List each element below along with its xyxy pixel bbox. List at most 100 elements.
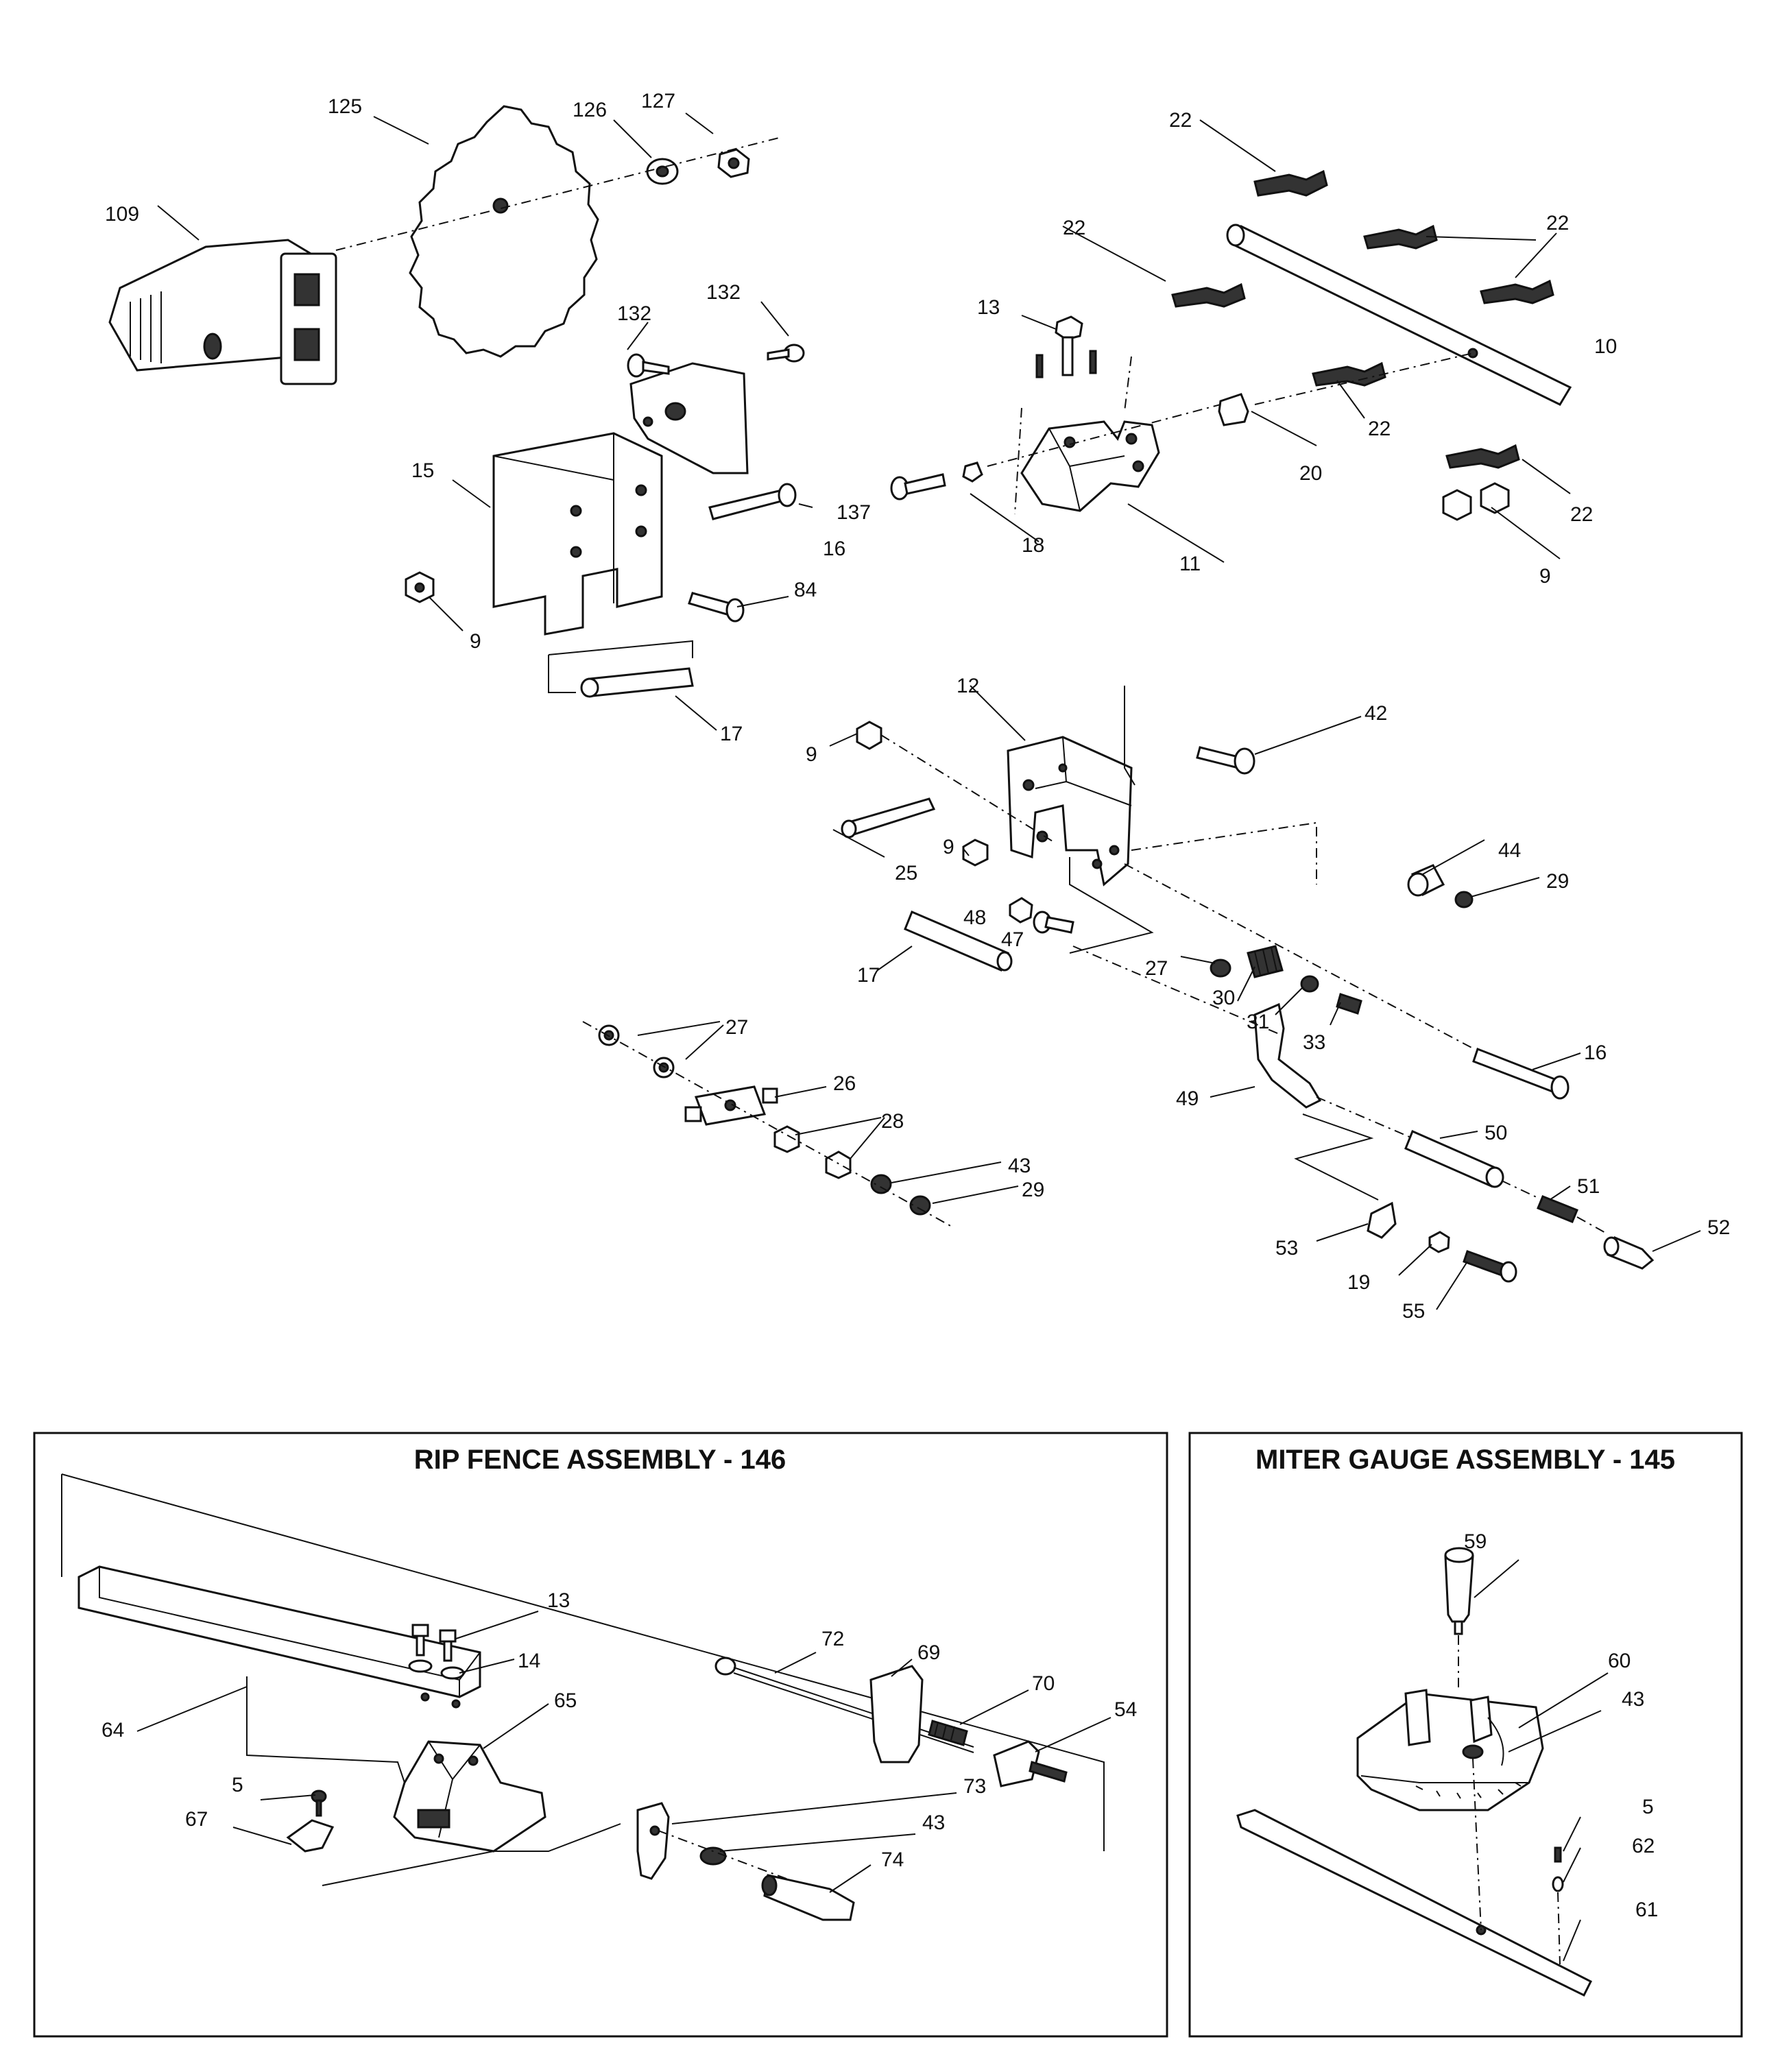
callout-15: 15: [411, 459, 434, 482]
callout-9-left: 9: [470, 630, 481, 653]
callout-28: 28: [881, 1110, 904, 1133]
callout-18: 18: [1022, 534, 1044, 557]
bracket-12: [1007, 736, 1133, 887]
washer-29-right: [1454, 891, 1474, 908]
washer-62: [1552, 1876, 1564, 1892]
callout-22-b: 22: [1063, 217, 1085, 239]
callout-132-right: 132: [706, 281, 741, 304]
callout-14: 14: [518, 1650, 540, 1672]
saw-blade-125: [409, 105, 599, 358]
callout-27-mid: 27: [1145, 957, 1168, 980]
leader-lines-miter: [1474, 1559, 1609, 1962]
callout-53: 53: [1275, 1237, 1298, 1260]
bolt-13-upper: [1055, 315, 1083, 376]
spacer-44: [1407, 864, 1445, 897]
rip-fence-panel: RIP FENCE ASSEMBLY - 146: [33, 1432, 1168, 2038]
callout-9-mid-lower: 9: [943, 836, 954, 858]
callout-60: 60: [1608, 1650, 1631, 1672]
callout-43-upper: 43: [1008, 1155, 1031, 1177]
shaft-10: [1226, 224, 1572, 406]
miter-gauge-panel: MITER GAUGE ASSEMBLY - 145: [1188, 1432, 1743, 2038]
callout-67: 67: [185, 1808, 208, 1831]
callout-64: 64: [101, 1719, 124, 1742]
washer-126: [646, 158, 679, 185]
rip-fence-frame: [33, 1432, 1168, 2038]
callout-10: 10: [1594, 335, 1617, 358]
screw-5-miter: [1554, 1846, 1562, 1863]
callout-65: 65: [554, 1689, 577, 1712]
nut-48: [1009, 897, 1033, 924]
callout-55: 55: [1402, 1300, 1425, 1323]
callout-47: 47: [1001, 928, 1024, 951]
callout-50: 50: [1484, 1122, 1507, 1144]
callout-51: 51: [1577, 1175, 1600, 1198]
callout-54: 54: [1114, 1698, 1137, 1721]
bolt-55: [1463, 1250, 1517, 1283]
washer-43-left: [870, 1174, 892, 1194]
callout-11: 11: [1179, 553, 1201, 575]
spring-70: [928, 1720, 968, 1746]
callout-49: 49: [1176, 1087, 1199, 1110]
spring-33: [1336, 993, 1362, 1015]
callout-62: 62: [1632, 1835, 1655, 1857]
bolt-18: [890, 461, 983, 501]
callout-125: 125: [328, 95, 362, 118]
washer-43-fence: [699, 1846, 727, 1866]
knob-59: [1444, 1547, 1474, 1635]
miter-gauge-frame: [1188, 1432, 1743, 2038]
callout-48: 48: [963, 906, 986, 929]
callout-70: 70: [1032, 1672, 1055, 1695]
rod-17-upper: [580, 667, 694, 698]
callout-137: 137: [837, 501, 871, 524]
callout-43-miter: 43: [1622, 1688, 1644, 1711]
callout-9-mid-top: 9: [806, 743, 817, 766]
bracket-15: [492, 432, 663, 636]
screw-132-left: [627, 353, 670, 378]
callout-30: 30: [1212, 987, 1235, 1009]
nut-19: [1428, 1231, 1450, 1253]
nuts-28: [773, 1125, 852, 1179]
block-26: [684, 1085, 778, 1126]
callout-19: 19: [1347, 1271, 1370, 1294]
callout-132-left: 132: [617, 302, 651, 325]
screw-5-fence: [311, 1790, 327, 1817]
gauge-head-60: [1356, 1689, 1544, 1811]
callout-13-upper: 13: [977, 296, 1000, 319]
callout-61: 61: [1635, 1899, 1658, 1921]
clip-67: [286, 1819, 335, 1853]
washers-27-left: [598, 1024, 675, 1079]
callout-12: 12: [957, 675, 979, 697]
callout-16-lower: 16: [1584, 1041, 1607, 1064]
bracket-137: [629, 362, 749, 474]
callout-22-c: 22: [1546, 212, 1569, 234]
fence-bar-64: [77, 1565, 481, 1709]
callout-5-miter: 5: [1642, 1796, 1654, 1818]
callout-9-right: 9: [1539, 565, 1551, 588]
callout-84: 84: [794, 579, 817, 601]
bolt-47: [1033, 911, 1074, 934]
washer-29-left: [909, 1195, 931, 1216]
washer-31: [1300, 975, 1319, 993]
washers-14: [408, 1659, 465, 1680]
screw-132-right: [767, 344, 805, 363]
callout-26: 26: [833, 1072, 856, 1095]
handle-74: [761, 1874, 855, 1921]
bolt-16-upper: [708, 483, 797, 520]
bolt-84: [688, 592, 745, 623]
nut-9-left: [405, 571, 435, 603]
clips-22: [1171, 169, 1554, 469]
pins-small: [1035, 350, 1097, 378]
miter-gauge-title: MITER GAUGE ASSEMBLY - 145: [1255, 1445, 1675, 1475]
rod-25: [841, 797, 936, 839]
callout-43-fence: 43: [922, 1811, 945, 1834]
callout-27-left: 27: [725, 1016, 748, 1039]
callout-52: 52: [1707, 1216, 1730, 1239]
callout-22-d: 22: [1368, 418, 1391, 440]
callout-22-a: 22: [1169, 109, 1192, 132]
callout-74: 74: [881, 1848, 904, 1871]
callout-59: 59: [1464, 1530, 1487, 1553]
callout-73: 73: [963, 1775, 986, 1798]
leader-lines-rip-fence: [136, 1611, 1111, 1893]
callout-69: 69: [917, 1641, 940, 1664]
